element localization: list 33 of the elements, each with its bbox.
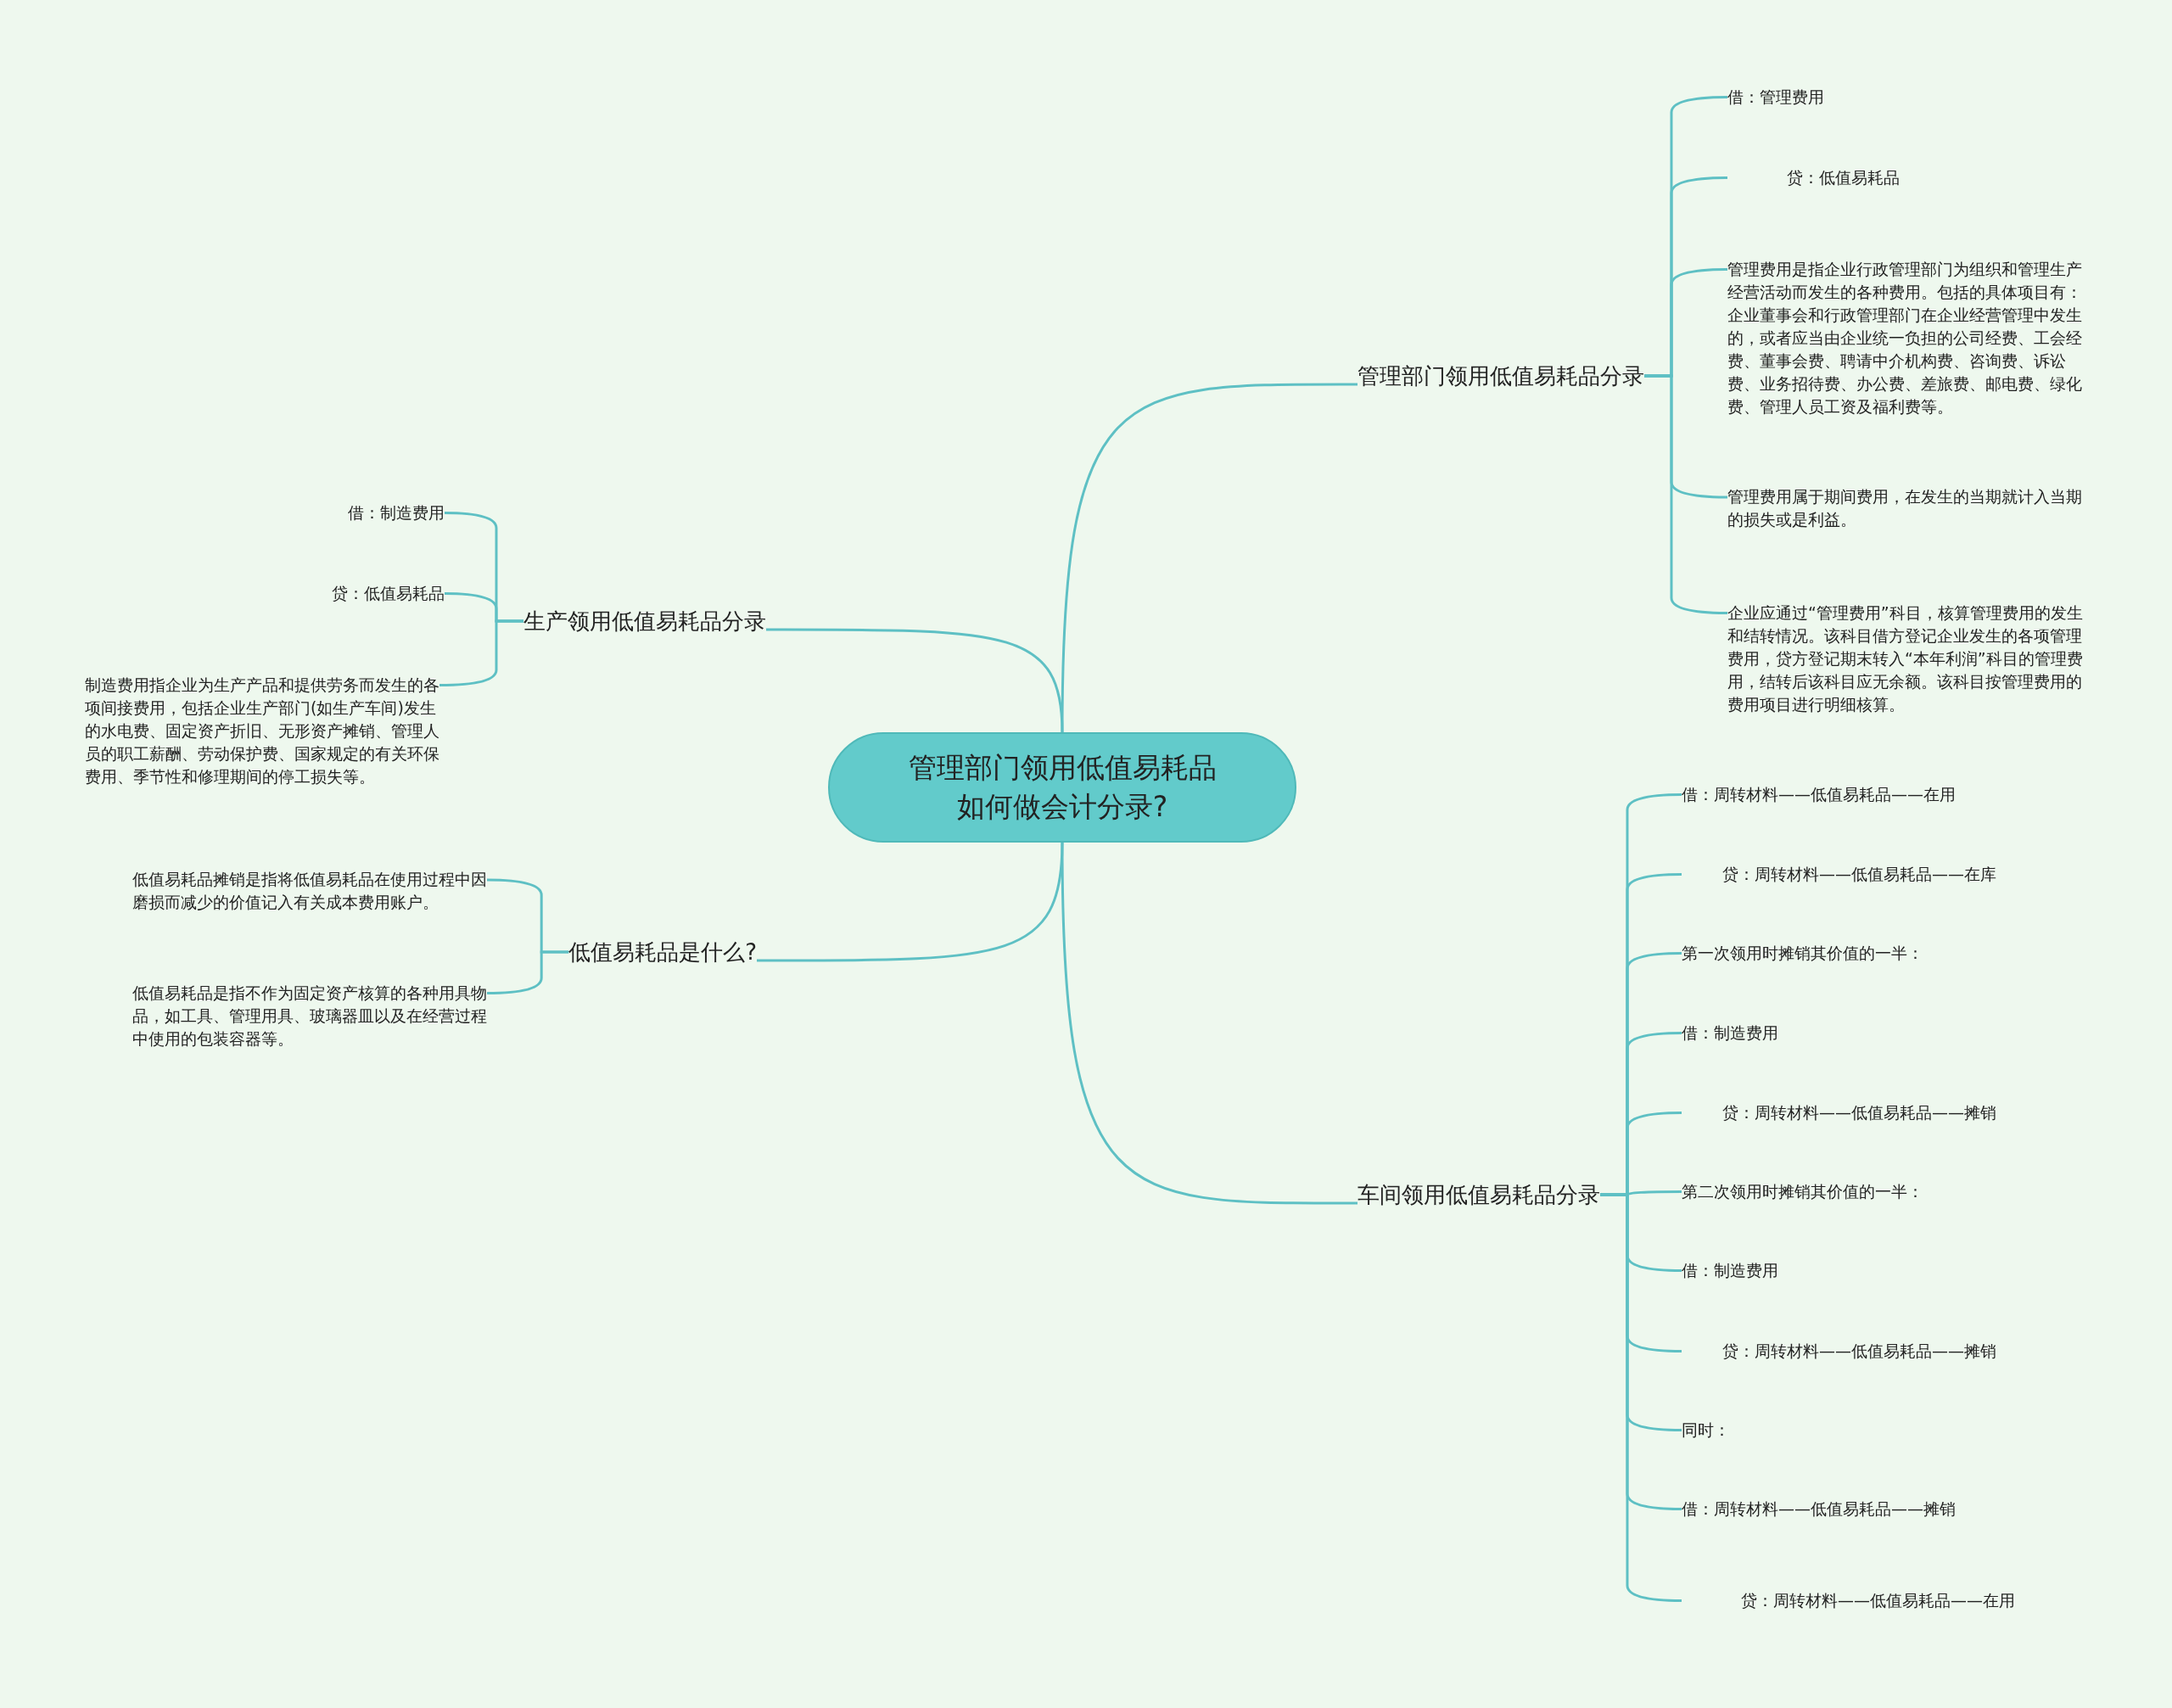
- topic-text: 第二次领用时摊销其价值的一半：: [1682, 1179, 2046, 1203]
- connector-line: [766, 628, 1064, 733]
- topic-text: 企业应通过“管理费用”科目，核算管理费用的发生和结转情况。该科目借方登记企业发生的各项管理费用，贷方登记期末转入“本年利润”科目的管理费用，结转后该科目应无余额。该科目按管理费用的费用项目进行明细核算。: [1727, 601, 2092, 716]
- topic-text: 同时：: [1682, 1418, 2046, 1442]
- connector-line: [439, 619, 523, 686]
- topic-text: 第一次领用时摊销其价值的一半：: [1682, 941, 2046, 965]
- topic-text: 贷：低值易耗品: [190, 581, 445, 605]
- connector-line: [757, 842, 1064, 962]
- topic-text: 低值易耗品是指不作为固定资产核算的各种用具物品，如工具、管理用具、玻璃器皿以及在经营过程中使用的包装容器等。: [132, 981, 492, 1050]
- topic-text: 贷：周转材料——低值易耗品——摊销: [1682, 1100, 2046, 1124]
- topic-text: 贷：周转材料——低值易耗品——摊销: [1682, 1339, 2046, 1363]
- connector-line: [1644, 374, 1727, 614]
- topic-text: 借：制造费用: [190, 501, 445, 524]
- topic-text: 管理费用属于期间费用，在发生的当期就计入当期的损失或是利益。: [1727, 485, 2092, 531]
- connector-line: [486, 950, 569, 994]
- branch-topic: 车间领用低值易耗品分录: [1358, 1180, 1600, 1209]
- topic-text: 管理费用是指企业行政管理部门为组织和管理生产经营活动而发生的各种费用。包括的具体项目有：企业董事会和行政管理部门在企业经营管理中发生的，或者应当由企业统一负担的公司经费、工会经费、董事会费、聘请中介机构费、咨询费、诉讼费、业务招待费、办公费、差旅费、邮电费、绿化费、管理人员工资及福利费等。: [1727, 257, 2092, 418]
- branch-topic: 低值易耗品是什么?: [568, 938, 757, 966]
- topic-text: 借：制造费用: [1682, 1021, 2046, 1044]
- topic-text: 低值易耗品摊销是指将低值易耗品在使用过程中因磨损而减少的价值记入有关成本费用账户。: [132, 868, 492, 914]
- topic-text: 借：制造费用: [1682, 1258, 2046, 1282]
- branch-topic: 管理部门领用低值易耗品分录: [1358, 361, 1644, 390]
- topic-text: 贷：低值易耗品: [1727, 165, 2092, 189]
- topic-text: 贷：周转材料——低值易耗品——在库: [1682, 862, 2046, 886]
- topic-text: 制造费用指企业为生产产品和提供劳务而发生的各项间接费用，包括企业生产部门(如生产车间)发生的水电费、固定资产折旧、无形资产摊销、管理人员的职工薪酬、劳动保护费、国家规定的有关环保费用、季节性和修理期间的停工损失等。: [85, 673, 445, 788]
- connector-line: [1061, 842, 1358, 1205]
- topic-text: 借：周转材料——低值易耗品——在用: [1682, 782, 2046, 806]
- topic-text: 借：管理费用: [1727, 85, 2092, 109]
- topic-text: 借：周转材料——低值易耗品——摊销: [1682, 1497, 2046, 1520]
- topic-text: 贷：周转材料——低值易耗品——在用: [1682, 1588, 2029, 1612]
- connector-line: [1600, 1193, 1682, 1602]
- branch-topic: 生产领用低值易耗品分录: [523, 607, 766, 636]
- central-topic-box: 管理部门领用低值易耗品如何做会计分录?: [828, 732, 1296, 843]
